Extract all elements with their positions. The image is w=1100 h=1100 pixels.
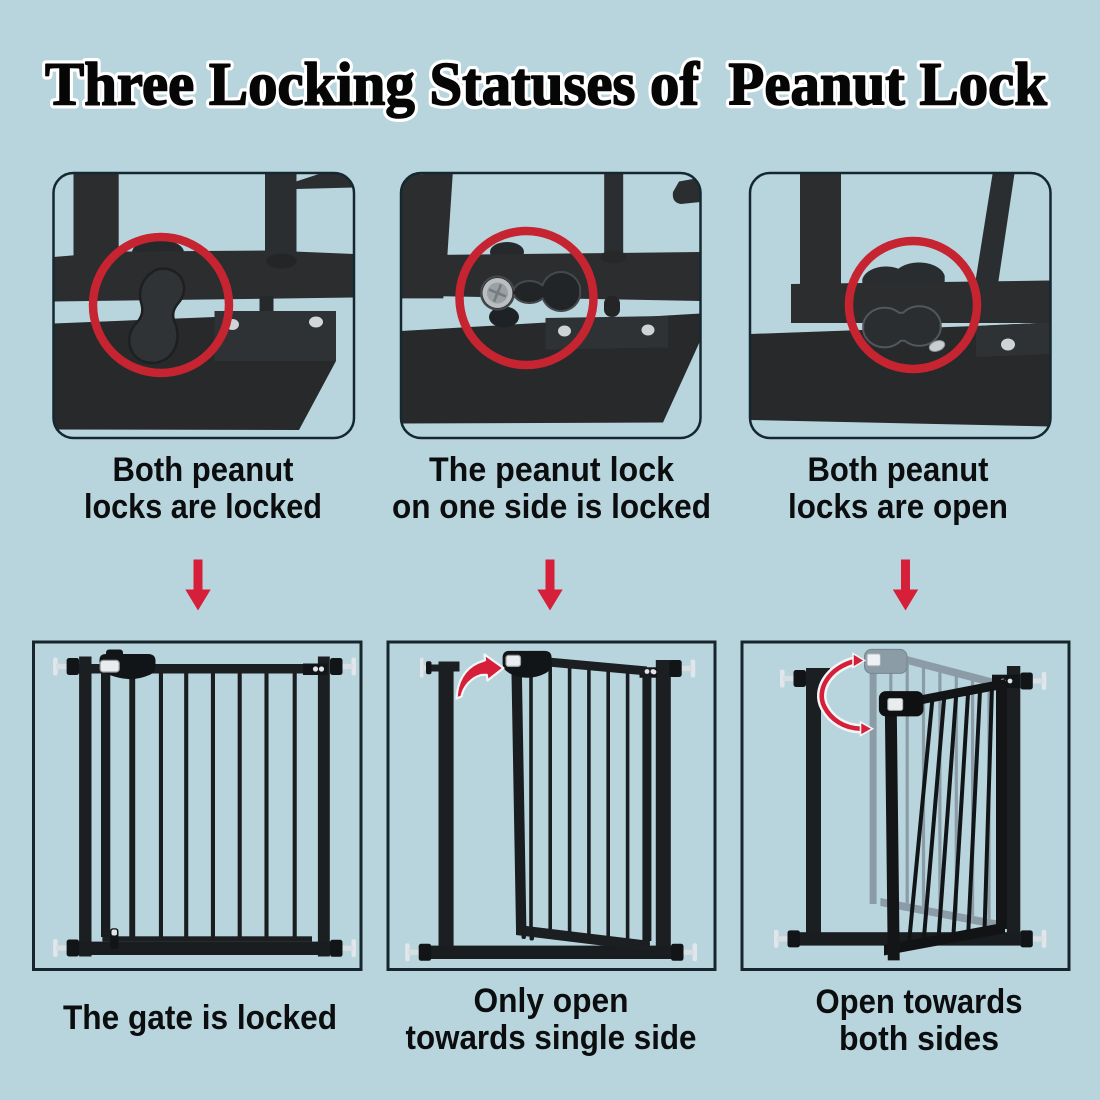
svg-text:Three Locking Statuses of Pean: Three Locking Statuses of Peanut Lock [45, 52, 1047, 119]
svg-text:Only open: Only open [474, 982, 629, 1020]
svg-text:both sides: both sides [839, 1020, 999, 1058]
svg-text:The gate is locked: The gate is locked [63, 999, 337, 1037]
svg-text:on one side is locked: on one side is locked [392, 488, 711, 526]
svg-text:locks are locked: locks are locked [84, 488, 322, 526]
svg-text:Both peanut: Both peanut [113, 451, 294, 489]
svg-text:Both peanut: Both peanut [808, 451, 989, 489]
svg-text:locks are open: locks are open [788, 488, 1008, 526]
svg-text:Open towards: Open towards [816, 983, 1023, 1021]
svg-text:Three Locking Statuses of Pean: Three Locking Statuses of Peanut Lock [45, 52, 1047, 119]
svg-text:The peanut lock: The peanut lock [429, 451, 674, 489]
svg-text:towards single side: towards single side [406, 1019, 697, 1057]
